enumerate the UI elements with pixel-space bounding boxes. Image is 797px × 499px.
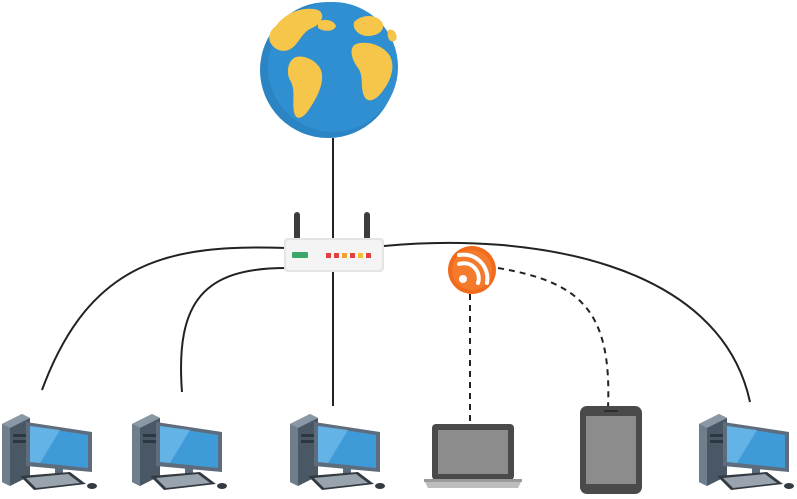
desktop-computer-icon (132, 414, 227, 490)
tablet-icon (580, 406, 642, 494)
wifi-signal-icon (448, 246, 496, 294)
globe-icon (260, 2, 398, 138)
desktop-computer-icon (2, 414, 97, 490)
desktop-computer-icon (699, 414, 794, 490)
cable-router-pc4 (383, 241, 751, 403)
laptop-icon (424, 424, 522, 488)
cable-router-pc2 (180, 267, 287, 393)
desktop-computer-icon (290, 414, 385, 490)
wireless-link-tablet (497, 267, 610, 409)
cable-router-pc1 (41, 246, 287, 391)
router-icon (284, 212, 384, 272)
